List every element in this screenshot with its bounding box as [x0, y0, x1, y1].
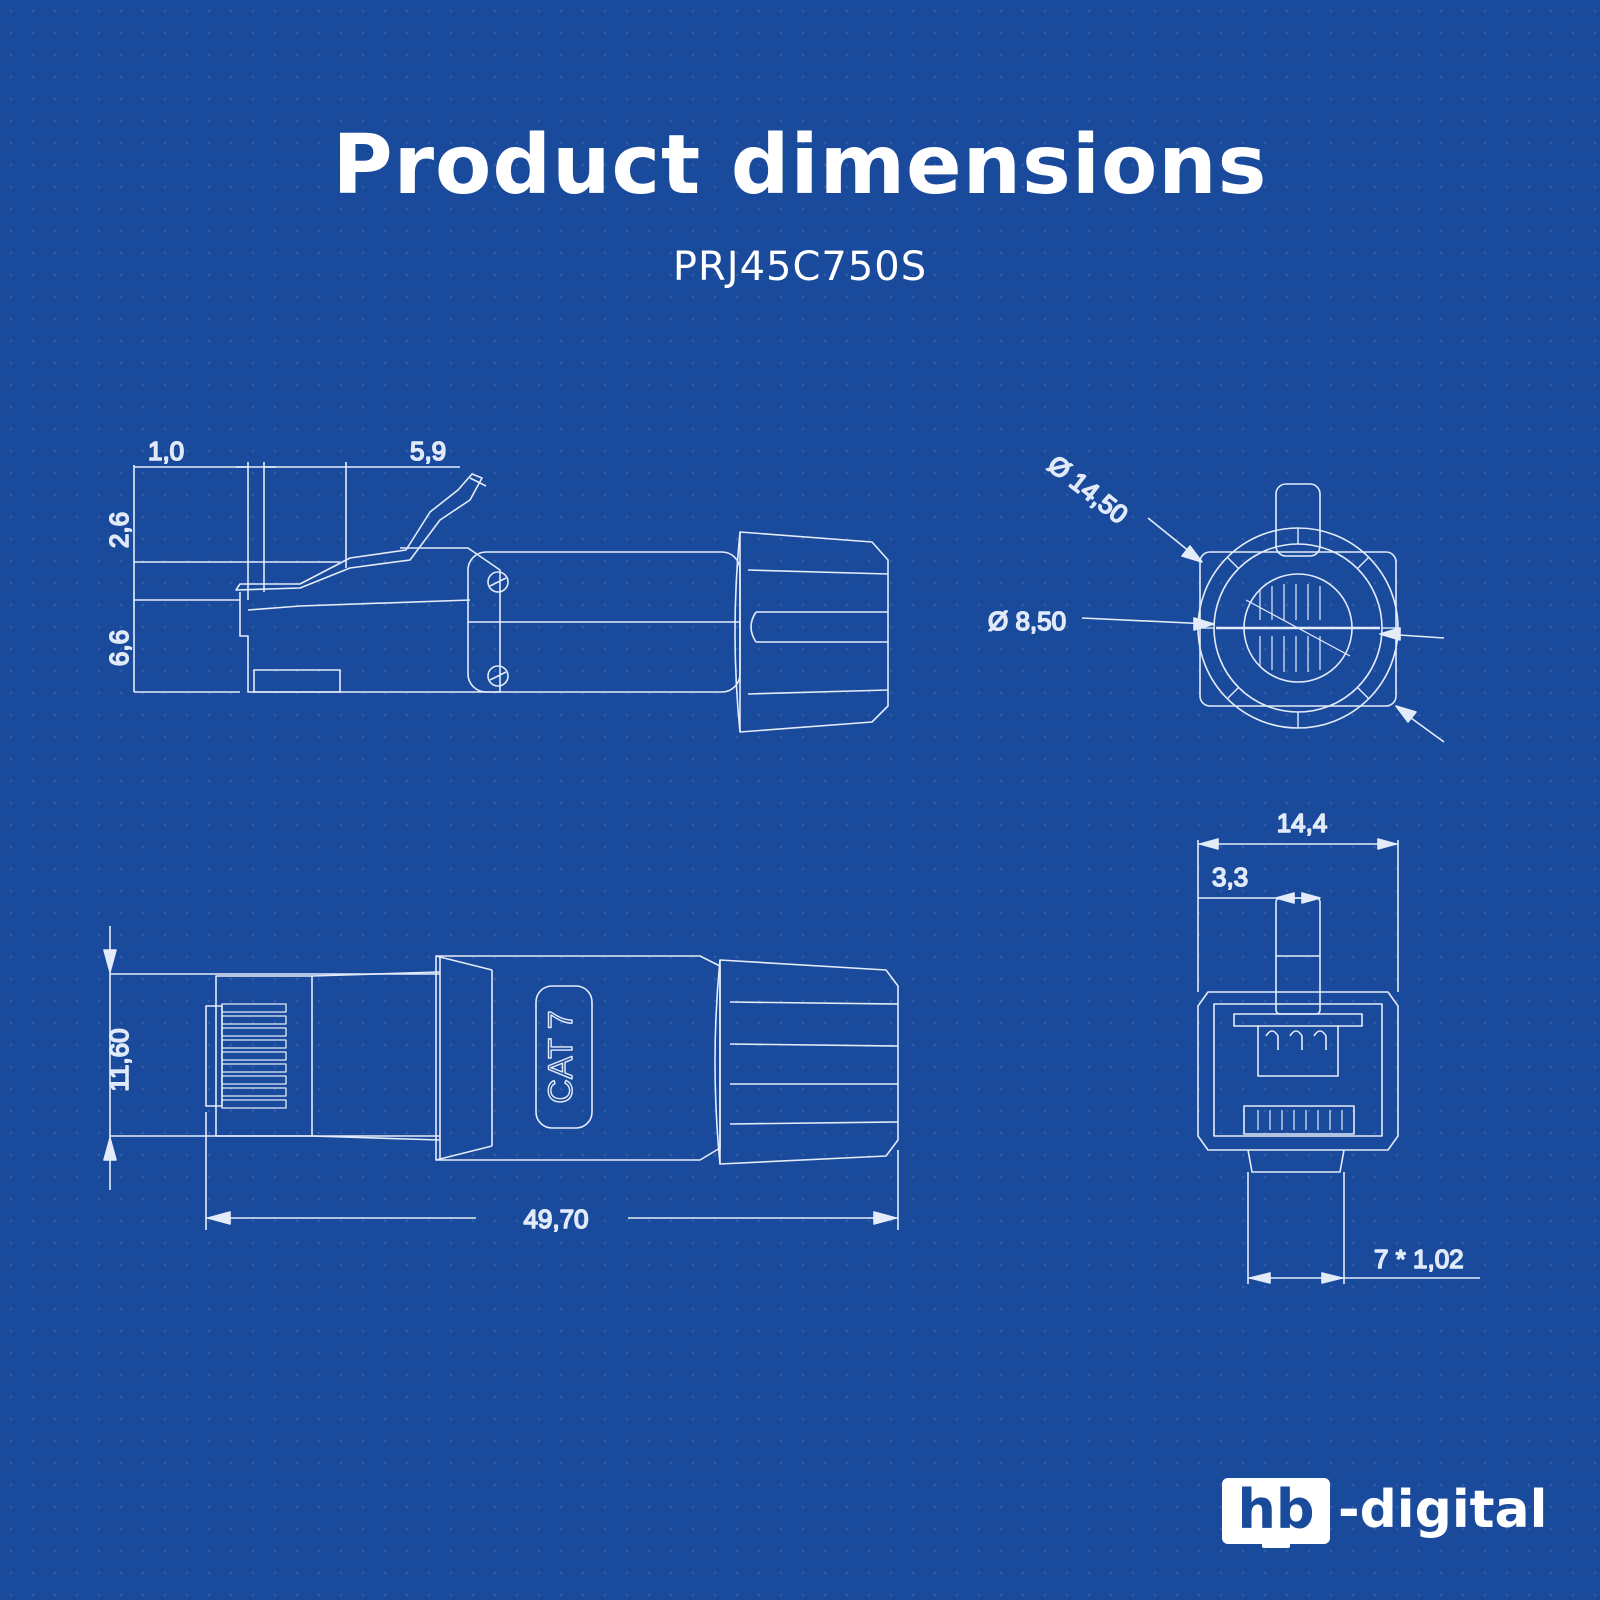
- brand-name: -digital: [1338, 1480, 1548, 1540]
- page-title: Product dimensions: [332, 118, 1268, 213]
- dim-6-6: 6,6: [104, 630, 134, 666]
- dim-11-60: 11,60: [104, 1028, 134, 1091]
- side-view: [133, 462, 889, 733]
- dim-diameter-14-50: Ø 14,50: [1042, 449, 1133, 530]
- hb-monitor-icon: hb: [1222, 1478, 1330, 1544]
- dim-2-6: 2,6: [104, 512, 134, 548]
- front-view: [1081, 483, 1445, 743]
- dim-14-4: 14,4: [1277, 808, 1328, 838]
- monitor-stand-icon: [1262, 1542, 1290, 1548]
- product-code: PRJ45C750S: [672, 244, 928, 290]
- dim-1-0: 1,0: [148, 436, 184, 466]
- top-view: [103, 926, 899, 1230]
- dim-49-70: 49,70: [523, 1204, 588, 1234]
- end-view: [1197, 838, 1480, 1284]
- dim-7x1-02: 7 * 1,02: [1374, 1244, 1464, 1274]
- dim-diameter-8-50: Ø 8,50: [988, 606, 1066, 636]
- dim-5-9: 5,9: [410, 436, 446, 466]
- cat7-label: CAT 7: [542, 1010, 580, 1103]
- dim-3-3: 3,3: [1212, 862, 1248, 892]
